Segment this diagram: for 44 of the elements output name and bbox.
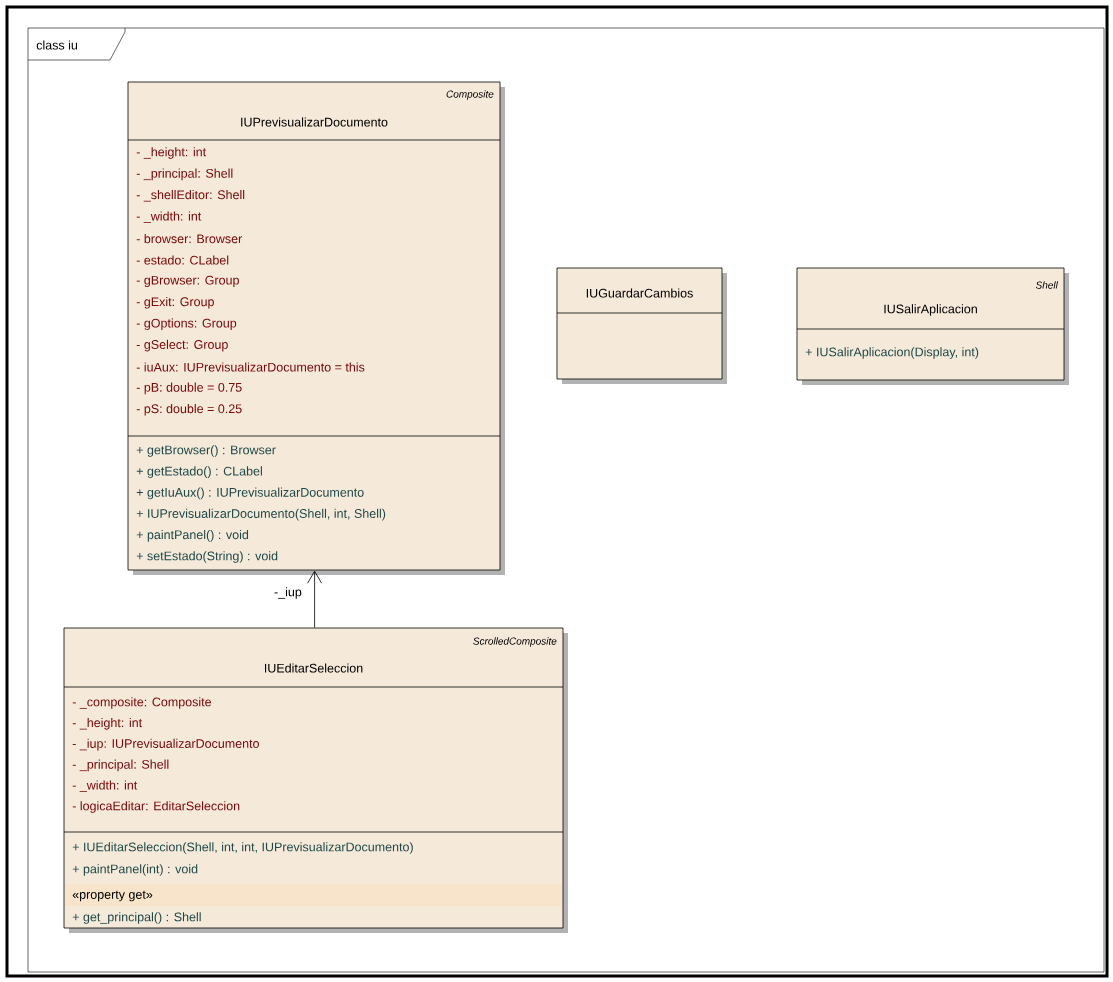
class-name: IUPrevisualizarDocumento xyxy=(241,117,388,127)
attribute: - _width: int xyxy=(136,211,202,223)
operation: + get_principal() : Shell xyxy=(72,912,201,924)
attribute: - browser: Browser xyxy=(136,234,242,244)
operation: + IUPrevisualizarDocumento(Shell, int, Shell) xyxy=(136,508,386,521)
attribute: - gOptions: Group xyxy=(136,318,237,330)
class-name: IUGuardarCambios xyxy=(586,288,693,298)
stereotype-label: «property get» xyxy=(72,890,153,902)
attribute: - _height: int xyxy=(72,718,143,730)
attribute: - pB: double = 0.75 xyxy=(136,382,242,395)
class-box xyxy=(796,267,1069,385)
class-box xyxy=(556,267,727,384)
operation: + IUSalirAplicacion(Display, int) xyxy=(805,347,979,359)
attribute: - iuAux: IUPrevisualizarDocumento = this xyxy=(136,362,365,372)
operation: + getEstado() : CLabel xyxy=(136,466,262,479)
operation: + setEstado(String) : void xyxy=(136,551,278,563)
edge-label: -_iup xyxy=(273,586,303,600)
attribute: - _shellEditor: Shell xyxy=(136,190,245,202)
attribute: - _width: int xyxy=(72,780,138,792)
operation: + getBrowser() : Browser xyxy=(136,445,276,457)
attribute: - _height: int xyxy=(136,147,207,159)
association-arrow xyxy=(307,570,322,628)
class-name: IUSalirAplicacion xyxy=(884,304,977,316)
class-stereotype: ScrolledComposite xyxy=(473,637,557,647)
attribute: - gSelect: Group xyxy=(136,339,228,352)
class-box xyxy=(63,627,568,933)
attribute: - gExit: Group xyxy=(136,296,214,309)
attribute: - _composite: Composite xyxy=(72,697,212,709)
attribute: - _iup: IUPrevisualizarDocumento xyxy=(72,738,259,751)
class-stereotype: Composite xyxy=(446,90,494,100)
attribute: - _principal: Shell xyxy=(136,168,233,181)
operation: + IUEditarSeleccion(Shell, int, int, IUPrevisualizarDocumento) xyxy=(72,842,413,854)
class-stereotype: Shell xyxy=(1035,281,1059,289)
attribute: - pS: double = 0.25 xyxy=(136,403,242,416)
operation: + paintPanel(int) : void xyxy=(72,864,198,876)
class-name: IUEditarSeleccion xyxy=(265,663,363,673)
frame-label: class iu xyxy=(36,40,78,50)
class-box xyxy=(127,81,505,575)
attribute: - _principal: Shell xyxy=(72,759,169,772)
attribute: - gBrowser: Group xyxy=(136,275,239,288)
attribute: - estado: CLabel xyxy=(136,255,229,265)
attribute: - logicaEditar: EditarSeleccion xyxy=(72,801,240,813)
operation: + paintPanel() : void xyxy=(136,529,249,542)
operation: + getIuAux() : IUPrevisualizarDocumento xyxy=(136,487,364,500)
